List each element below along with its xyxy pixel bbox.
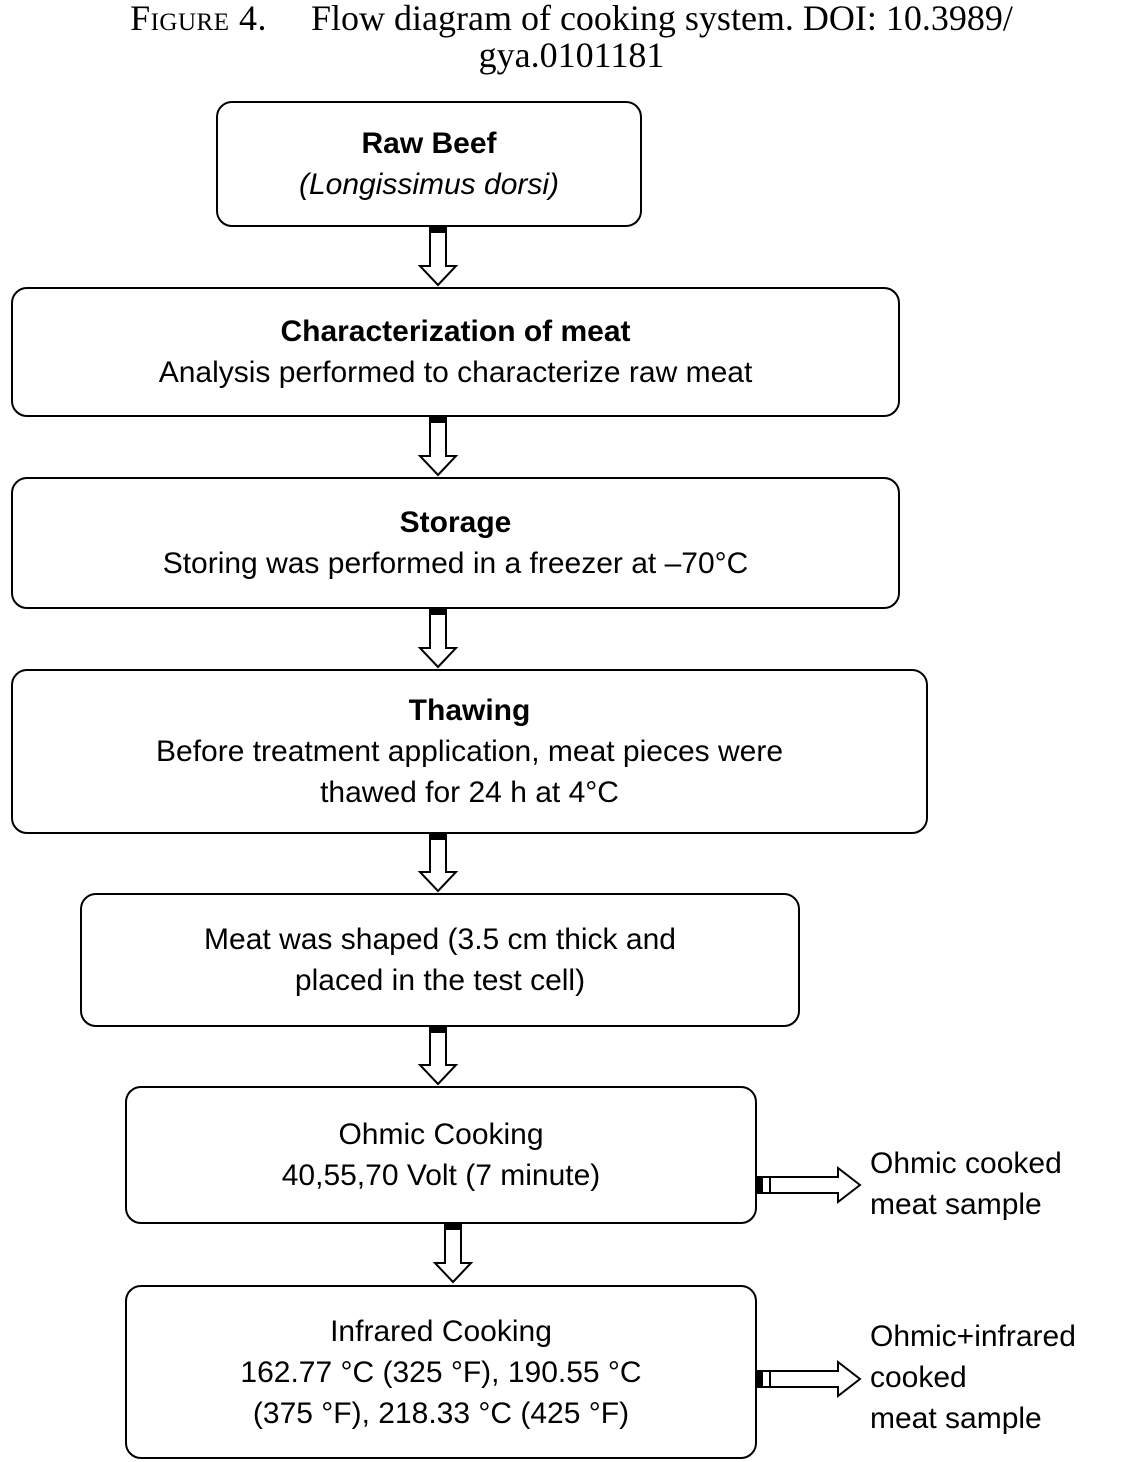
infrared-output-line1: Ohmic+infrared <box>870 1320 1076 1353</box>
figure-title-line1: Flow diagram of cooking system. DOI: 10.… <box>310 0 1013 38</box>
characterization-title: Characterization of meat <box>280 315 631 348</box>
ohmic-output-line2: meat sample <box>870 1188 1042 1221</box>
figure-title-line2: gya.0101181 <box>478 35 665 75</box>
infrared-output-line3: meat sample <box>870 1402 1042 1435</box>
infrared-cooking-params-line1: 162.77 °C (325 °F), 190.55 °C <box>240 1355 642 1389</box>
raw-beef-box: Raw Beef (Longissimus dorsi) <box>216 101 642 227</box>
raw-beef-subtitle: (Longissimus dorsi) <box>298 168 560 201</box>
down-arrow-icon <box>417 417 459 477</box>
down-arrow-icon <box>417 609 459 669</box>
infrared-output-line2: cooked <box>870 1361 967 1394</box>
ohmic-output-line1: Ohmic cooked <box>870 1147 1062 1180</box>
storage-text: Storing was performed in a freezer at –7… <box>162 547 749 580</box>
ohmic-cooking-title: Ohmic Cooking <box>338 1118 544 1151</box>
figure-caption: Figure 4. Flow diagram of cooking system.… <box>0 0 1143 74</box>
right-arrow-icon <box>757 1359 862 1399</box>
right-arrow-icon <box>757 1165 862 1205</box>
shaping-box: Meat was shaped (3.5 cm thick and placed… <box>80 893 800 1027</box>
infrared-cooking-title: Infrared Cooking <box>330 1314 552 1348</box>
figure-label: Figure 4. <box>130 0 267 38</box>
thawing-title: Thawing <box>408 694 531 727</box>
ohmic-cooking-params: 40,55,70 Volt (7 minute) <box>281 1159 601 1192</box>
thawing-text-line2: thawed for 24 h at 4°C <box>320 776 619 809</box>
thawing-box: Thawing Before treatment application, me… <box>11 669 928 834</box>
down-arrow-icon <box>432 1224 474 1284</box>
ohmic-cooking-box: Ohmic Cooking 40,55,70 Volt (7 minute) <box>125 1086 757 1224</box>
infrared-output-label: Ohmic+infrared cooked meat sample <box>870 1316 1076 1439</box>
down-arrow-icon <box>417 227 459 287</box>
infrared-cooking-box: Infrared Cooking 162.77 °C (325 °F), 190… <box>125 1285 757 1459</box>
storage-title: Storage <box>399 506 512 539</box>
storage-box: Storage Storing was performed in a freez… <box>11 477 900 609</box>
ohmic-output-label: Ohmic cooked meat sample <box>870 1143 1062 1225</box>
shaping-text-line1: Meat was shaped (3.5 cm thick and <box>204 923 676 956</box>
thawing-text-line1: Before treatment application, meat piece… <box>156 735 783 768</box>
characterization-text: Analysis performed to characterize raw m… <box>158 356 753 389</box>
infrared-cooking-params-line2: (375 °F), 218.33 °C (425 °F) <box>252 1396 630 1430</box>
down-arrow-icon <box>417 1027 459 1086</box>
shaping-text-line2: placed in the test cell) <box>294 964 586 997</box>
down-arrow-icon <box>417 834 459 893</box>
raw-beef-title: Raw Beef <box>361 127 497 160</box>
characterization-box: Characterization of meat Analysis perfor… <box>11 287 900 417</box>
